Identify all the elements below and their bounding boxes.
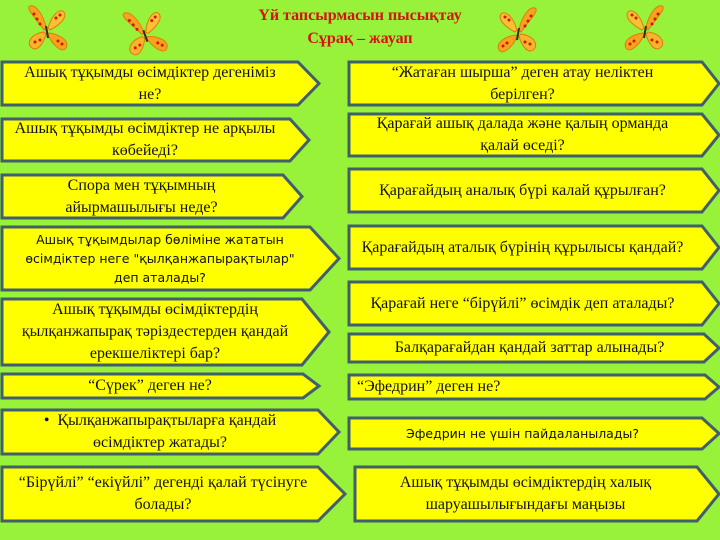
page-title: Үй тапсырмасын пысықтау [258, 7, 462, 24]
question-card-right-6[interactable]: Балқарағайдан қандай заттар алынады? [347, 332, 720, 364]
arrow-shape [0, 372, 322, 400]
question-text: Балқарағайдан қандай заттар алынады? [394, 339, 665, 356]
question-text: Қарағай неге “бірүйлі” өсімдік деп атала… [370, 294, 675, 312]
arrow-shape [0, 465, 348, 523]
question-card-right-7[interactable]: “Эфедрин” деген не? [347, 373, 720, 401]
question-card-right-2[interactable]: Қарағай ашық далада және қалың орманда қ… [347, 112, 720, 158]
question-card-left-6[interactable]: “Сүрек” деген не? [0, 372, 322, 400]
question-card-left-2[interactable]: Ашық тұқымды өсімдіктер не арқылы көбейе… [0, 117, 312, 163]
question-text: “Жатаған шырша” деген атау неліктен бері… [391, 63, 654, 103]
question-text: Эфедрин не үшін пайдаланылады? [406, 426, 639, 441]
question-text: “Бірүйлі” “екіүйлі” дегенді қалай түсіну… [18, 474, 308, 513]
question-text: “Сүрек” деген не? [88, 377, 212, 394]
question-card-left-8[interactable]: “Бірүйлі” “екіүйлі” дегенді қалай түсіну… [0, 465, 348, 523]
question-card-right-8[interactable]: Эфедрин не үшін пайдаланылады? [347, 416, 720, 451]
question-card-right-9[interactable]: Ашық тұқымды өсімдіктердің халық шаруашы… [353, 465, 720, 523]
arrow-shape [0, 173, 305, 220]
question-text: Қарағайдың аналық бүрі калай құрылған? [379, 181, 666, 199]
question-text: Спора мен тұқымның айырмашылығы неде? [65, 176, 218, 216]
arrow-shape [347, 280, 720, 327]
question-text: “Эфедрин” деген не? [357, 378, 501, 395]
page-subtitle: Сұрақ – жауап [307, 30, 413, 47]
question-card-right-3[interactable]: Қарағайдың аналық бүрі калай құрылған? [347, 167, 720, 214]
question-card-left-7[interactable]: Қылқанжапырақтыларға қандай өсімдіктер ж… [0, 408, 342, 456]
arrow-shape [0, 225, 342, 292]
question-text: Қарағайдың аталық бүрінің құрылысы қанда… [361, 238, 684, 256]
arrow-shape [347, 60, 720, 107]
question-text: Қылқанжапырақтыларға қандай өсімдіктер ж… [0, 410, 342, 454]
question-card-left-4[interactable]: Ашық тұқымдылар бөліміне жататын өсімдік… [0, 225, 342, 292]
arrow-shape [353, 465, 720, 523]
question-text: Ашық тұқымды өсімдіктер не арқылы көбейе… [14, 120, 276, 159]
question-card-left-5[interactable]: Ашық тұқымды өсімдіктердің қылқанжапырақ… [0, 297, 332, 367]
question-card-right-1[interactable]: “Жатаған шырша” деген атау неліктен бері… [347, 60, 720, 107]
question-text: Қарағай ашық далада және қалың орманда қ… [376, 115, 669, 154]
arrow-shape [347, 416, 720, 451]
question-card-left-1[interactable]: Ашық тұқымды өсімдіктер дегеніміз не? [0, 60, 322, 107]
question-card-right-4[interactable]: Қарағайдың аталық бүрінің құрылысы қанда… [347, 224, 720, 271]
arrow-shape [347, 224, 720, 271]
question-text: Ашық тұқымдылар бөліміне жататын өсімдік… [25, 232, 295, 285]
arrow-shape [0, 60, 322, 107]
question-card-left-3[interactable]: Спора мен тұқымның айырмашылығы неде? [0, 173, 305, 220]
arrow-shape [347, 332, 720, 364]
arrow-shape [0, 297, 331, 367]
question-text: Ашық тұқымды өсімдіктердің қылқанжапырақ… [21, 301, 289, 362]
question-text: Ашық тұқымды өсімдіктердің халық шаруашы… [399, 474, 652, 513]
arrow-shape [347, 373, 720, 401]
arrow-shape [0, 117, 312, 163]
arrow-shape [347, 167, 720, 214]
arrow-shape [347, 112, 720, 158]
question-card-right-5[interactable]: Қарағай неге “бірүйлі” өсімдік деп атала… [347, 280, 720, 327]
question-text: Ашық тұқымды өсімдіктер дегеніміз не? [24, 63, 276, 103]
